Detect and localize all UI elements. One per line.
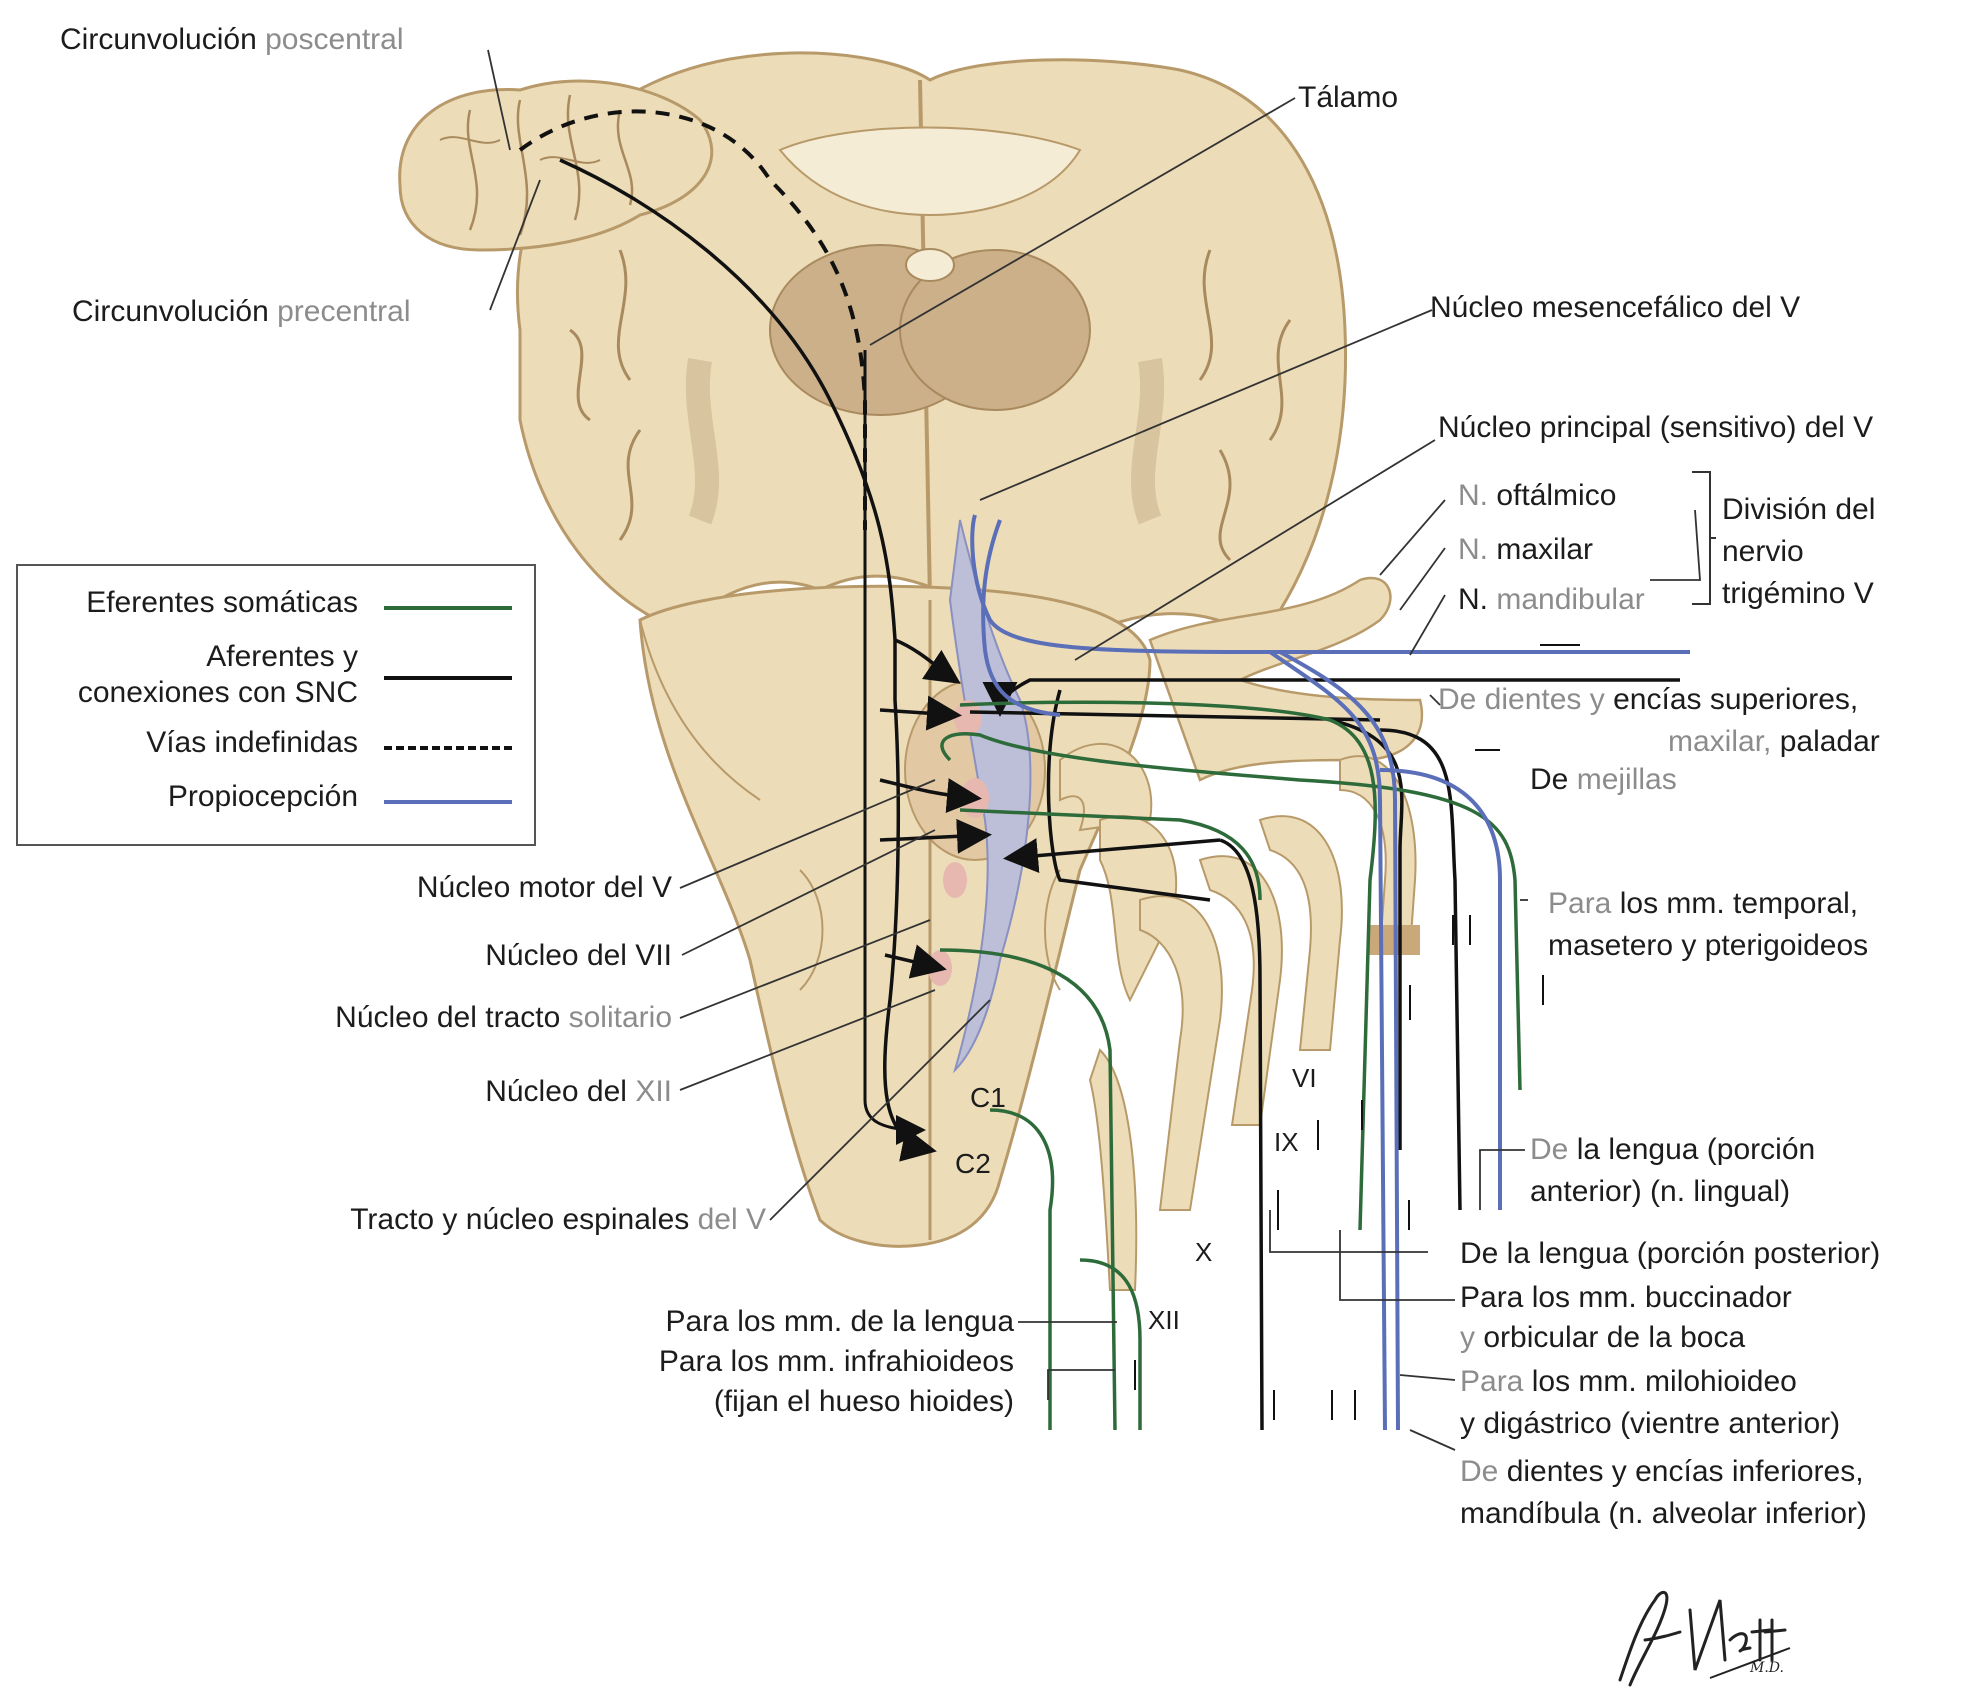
label-circunvolucion-precentral: Circunvolución precentral [72,294,411,330]
legend-aferentes-2: conexiones con SNC [78,676,358,710]
label-nucleo-motor-v: Núcleo motor del V [300,870,672,906]
legend-eferentes: Eferentes somáticas [86,586,358,620]
label-c1: C1 [970,1080,1006,1116]
label-digastrico: y digástrico (vientre anterior) [1460,1406,1840,1442]
label-ix: IX [1274,1124,1299,1160]
label-dientes-superiores: De dientes y encías superiores, [1438,682,1858,718]
label-lengua-anterior: De la lengua (porción [1530,1132,1815,1168]
label-n-maxilar: N. maxilar [1458,532,1593,568]
label-vi: VI [1292,1060,1317,1096]
label-nucleo-xii: Núcleo del XII [300,1074,672,1110]
label-maxilar-paladar: maxilar, paladar [1668,724,1880,760]
label-division-del: División del [1722,492,1875,528]
label-hueso-hioides: (fijan el hueso hioides) [500,1384,1014,1420]
label-masetero-pterigoideos: masetero y pterigoideos [1548,928,1868,964]
label-trigemino-v: trigémino V [1722,576,1874,612]
label-nucleo-tracto-solitario: Núcleo del tracto solitario [200,1000,672,1036]
label-de-mejillas: De mejillas [1530,762,1677,798]
label-circunvolucion-poscentral: Circunvolución poscentral [60,22,404,58]
label-xii: XII [1148,1302,1180,1338]
label-x: X [1195,1234,1212,1270]
label-dientes-inferiores: De dientes y encías inferiores, [1460,1454,1864,1490]
label-nucleo-mesencefalico: Núcleo mesencefálico del V [1430,290,1800,326]
legend-aferentes-1: Aferentes y [206,640,358,674]
bracket-trigemino [1690,468,1716,608]
netter-signature: M.D. [1600,1560,1800,1700]
label-c2: C2 [955,1146,991,1182]
label-n-mandibular: N. mandibular [1458,582,1645,618]
legend-swatch-aferentes [384,676,512,680]
label-n-oftalmico: N. oftálmico [1458,478,1616,514]
label-milohioideo: Para los mm. milohioideo [1460,1364,1797,1400]
label-buccinador: Para los mm. buccinador [1460,1280,1792,1316]
label-tracto-nucleo-espinales: Tracto y núcleo espinales del V [200,1202,766,1238]
legend-swatch-propiocepcion [384,800,512,804]
label-lengua-posterior: De la lengua (porción posterior) [1460,1236,1880,1272]
label-orbicular-boca: y orbicular de la boca [1460,1320,1745,1356]
legend-indefinidas: Vías indefinidas [146,726,358,760]
legend-propiocepcion: Propiocepción [168,780,358,814]
label-alveolar-inferior: mandíbula (n. alveolar inferior) [1460,1496,1867,1532]
legend-swatch-eferentes [384,606,512,610]
legend-swatch-indefinidas [384,746,512,750]
label-para-infrahioideos: Para los mm. infrahioideos [500,1344,1014,1380]
label-n-lingual: anterior) (n. lingual) [1530,1174,1790,1210]
legend-box: Eferentes somáticas Aferentes y conexion… [16,564,536,846]
label-nucleo-vii: Núcleo del VII [300,938,672,974]
label-talamo: Tálamo [1298,80,1398,116]
svg-text:M.D.: M.D. [1749,1660,1784,1676]
label-nervio: nervio [1722,534,1804,570]
label-nucleo-principal: Núcleo principal (sensitivo) del V [1438,410,1873,446]
label-para-lengua: Para los mm. de la lengua [500,1304,1014,1340]
label-para-temporal: Para los mm. temporal, [1548,886,1858,922]
